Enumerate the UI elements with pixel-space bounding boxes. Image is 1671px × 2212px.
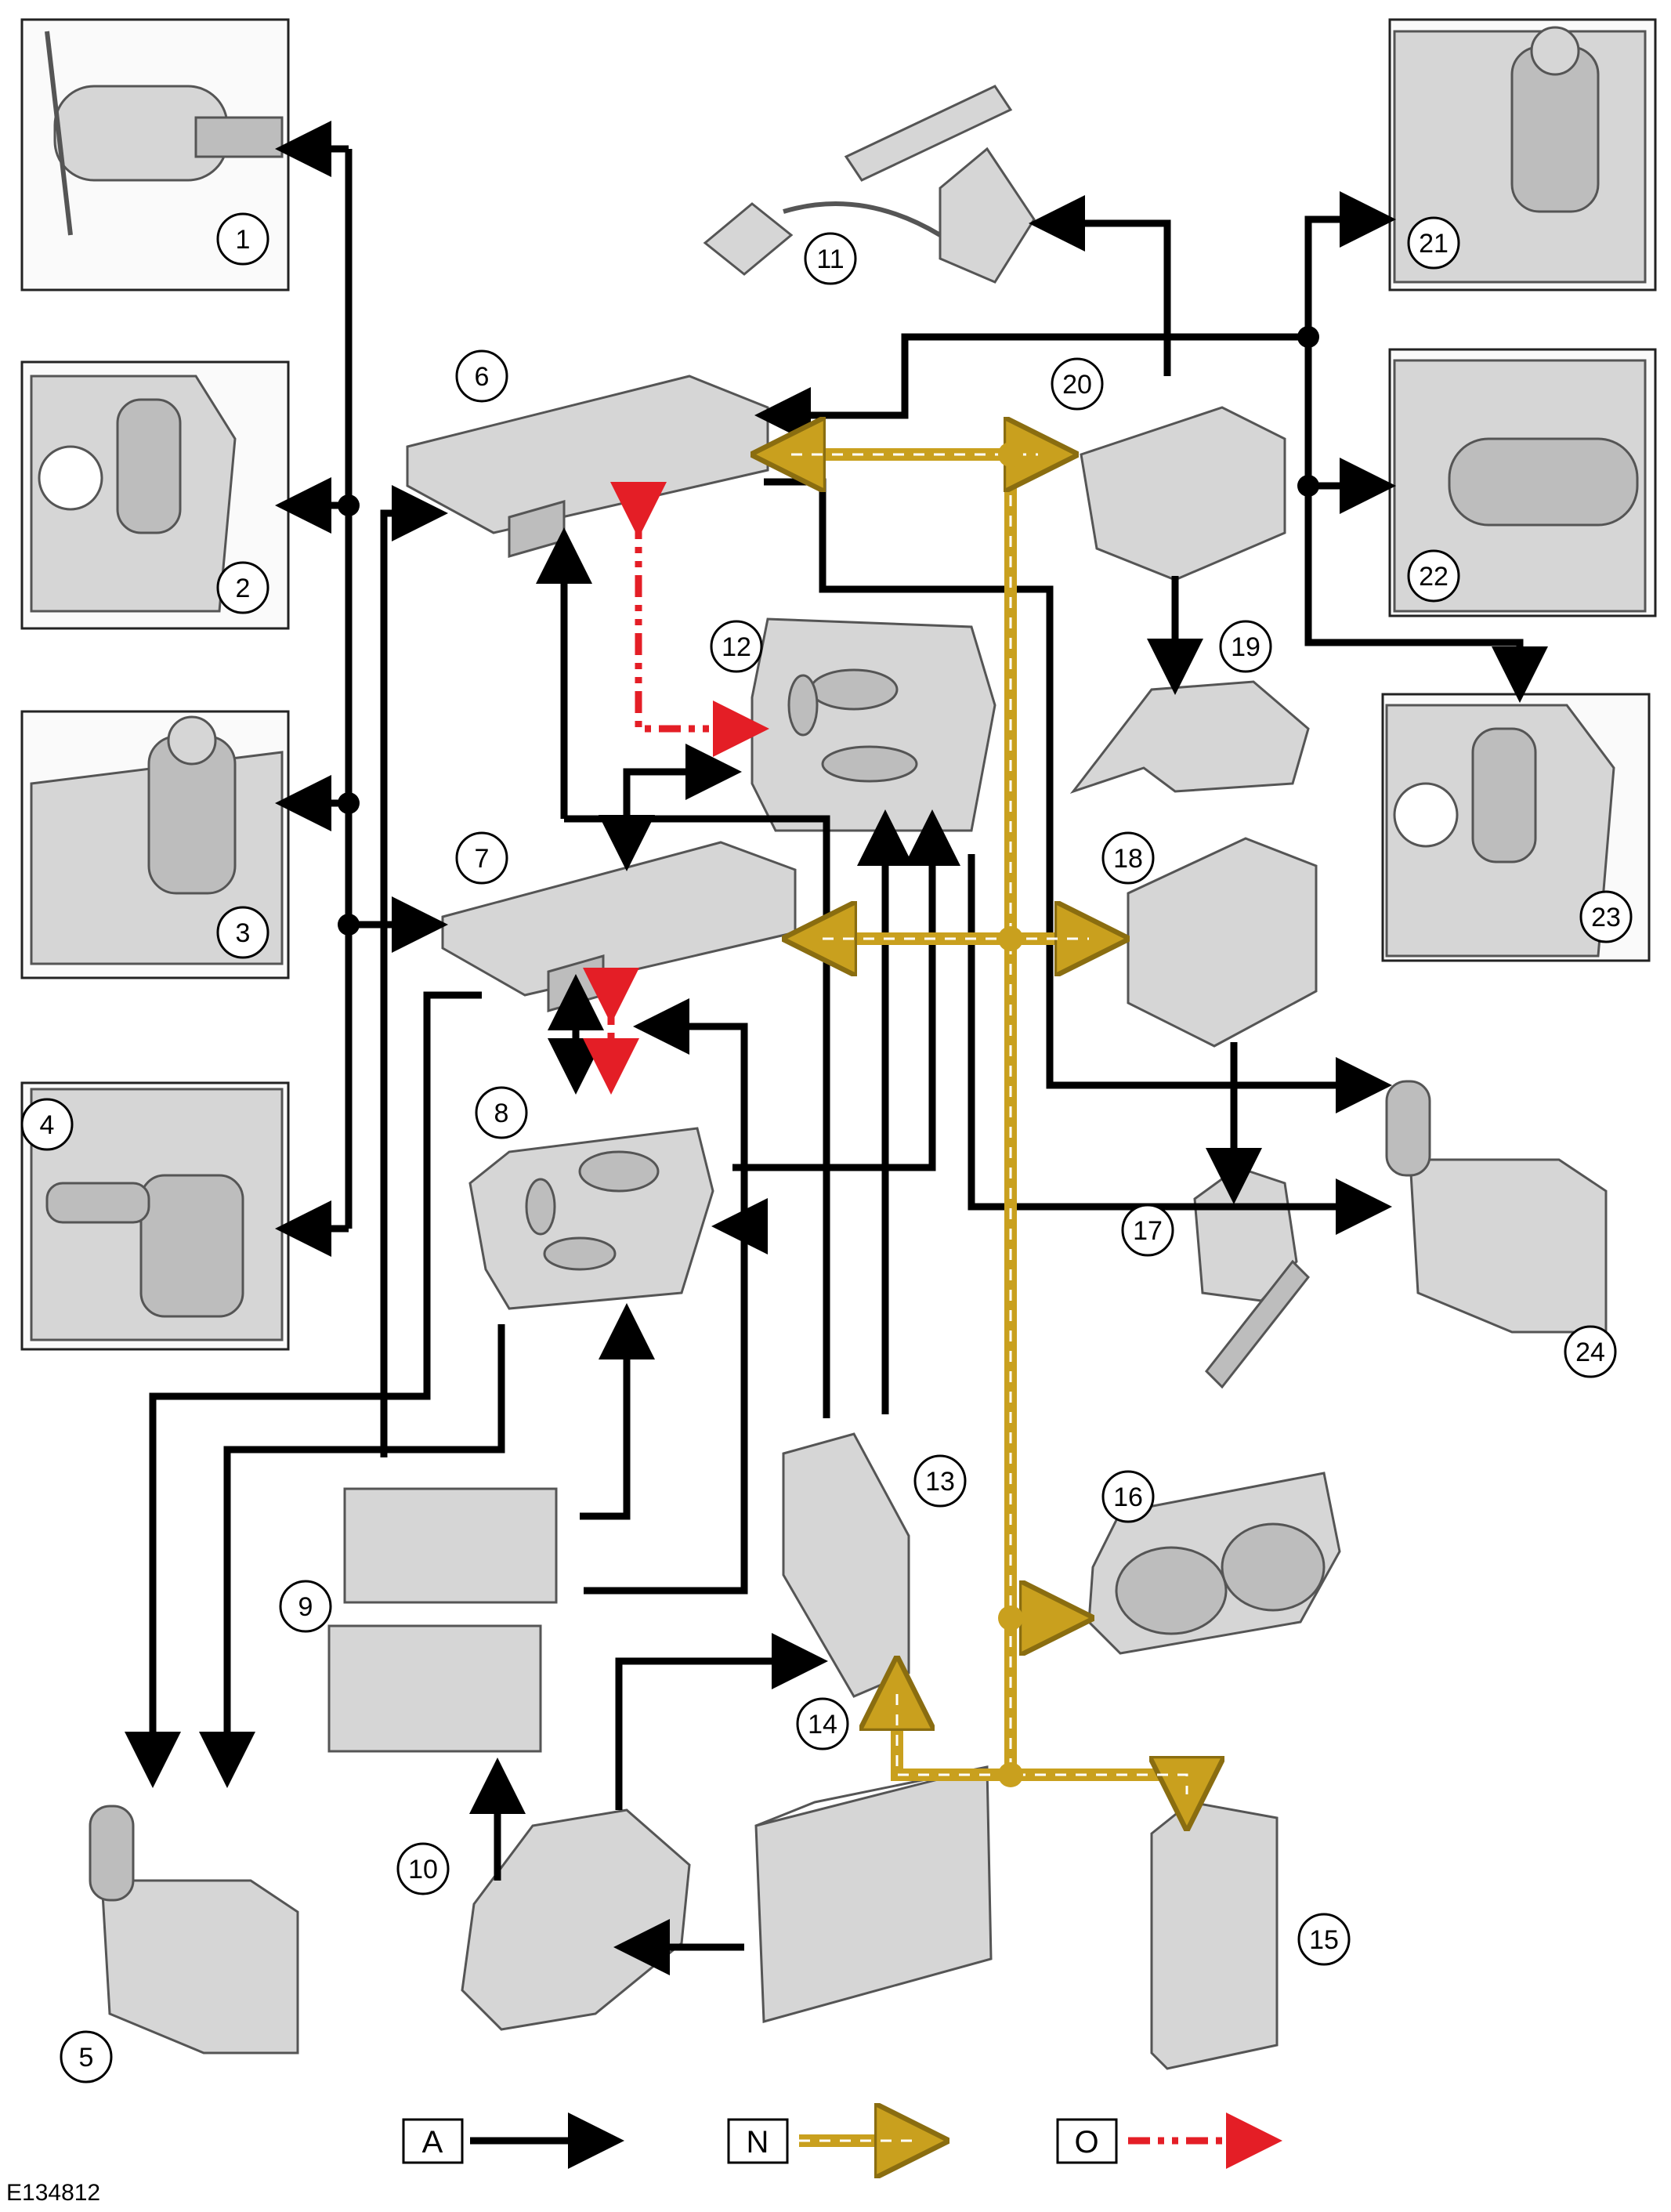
svg-text:19: 19 [1231, 632, 1260, 662]
callout-22: 22 [1407, 549, 1460, 603]
svg-text:2: 2 [236, 574, 251, 603]
callout-1: 1 [216, 212, 269, 266]
svg-text:12: 12 [722, 632, 751, 662]
svg-text:24: 24 [1575, 1338, 1605, 1367]
component-6-seat-module [406, 375, 769, 558]
legend-o: O [1056, 2112, 1282, 2169]
callout-12: 12 [710, 620, 763, 673]
callout-14: 14 [796, 1697, 849, 1750]
callout-3: 3 [216, 906, 269, 959]
svg-text:6: 6 [475, 362, 490, 392]
component-14-battery [754, 1765, 993, 2023]
callout-17: 17 [1121, 1204, 1174, 1257]
junction-dots [338, 326, 1319, 1787]
svg-text:23: 23 [1591, 903, 1621, 932]
svg-text:8: 8 [494, 1099, 509, 1128]
svg-text:9: 9 [298, 1592, 313, 1622]
component-11-handle [703, 85, 1036, 284]
component-23-motor [1381, 693, 1651, 962]
figure-reference: E134812 [6, 2180, 100, 2206]
component-19-mirror [1069, 680, 1310, 794]
callout-10: 10 [396, 1842, 450, 1895]
callout-5: 5 [60, 2030, 113, 2083]
svg-text:7: 7 [475, 844, 490, 874]
component-15-module [1150, 1801, 1279, 2070]
callout-21: 21 [1407, 216, 1460, 270]
component-8-seat-switch [468, 1127, 714, 1310]
callout-16: 16 [1101, 1470, 1155, 1523]
component-18-module [1127, 837, 1318, 1048]
legend: A N O [402, 2112, 1282, 2169]
callout-24: 24 [1564, 1325, 1617, 1378]
svg-text:13: 13 [925, 1467, 955, 1497]
svg-text:22: 22 [1419, 562, 1449, 592]
lin-bus-lines [583, 482, 769, 1095]
callout-11: 11 [804, 232, 857, 285]
svg-text:4: 4 [40, 1110, 55, 1140]
callout-15: 15 [1297, 1913, 1351, 1966]
svg-text:10: 10 [408, 1855, 438, 1884]
svg-text:1: 1 [236, 225, 251, 255]
svg-text:A: A [422, 2125, 443, 2160]
callout-18: 18 [1101, 831, 1155, 885]
callout-20: 20 [1051, 357, 1104, 411]
component-17-mirror [1193, 1166, 1311, 1389]
component-24-pump [1385, 1080, 1608, 1334]
svg-text:11: 11 [816, 244, 844, 274]
svg-text:16: 16 [1113, 1483, 1143, 1512]
callout-13: 13 [913, 1454, 967, 1508]
callout-7: 7 [455, 831, 508, 885]
callout-6: 6 [455, 349, 508, 403]
component-12-seat-switch [751, 617, 996, 832]
component-21-motor [1388, 18, 1657, 291]
callout-9: 9 [279, 1580, 332, 1633]
can-bus-lines [776, 454, 1187, 1806]
callout-2: 2 [216, 561, 269, 614]
callout-8: 8 [475, 1086, 528, 1139]
component-1-motor [20, 18, 290, 291]
callout-19: 19 [1219, 620, 1272, 673]
callout-23: 23 [1579, 890, 1633, 943]
component-20-module [1080, 406, 1286, 581]
component-13-fuse-box [782, 1432, 910, 1698]
callout-4: 4 [20, 1098, 74, 1151]
svg-text:18: 18 [1113, 844, 1143, 874]
svg-text:17: 17 [1133, 1216, 1163, 1246]
svg-text:3: 3 [236, 918, 251, 948]
svg-text:5: 5 [79, 2043, 94, 2073]
svg-text:20: 20 [1062, 370, 1092, 400]
component-16-instrument-cluster [1087, 1472, 1341, 1655]
svg-text:21: 21 [1419, 229, 1449, 259]
svg-text:O: O [1074, 2125, 1098, 2160]
component-5-pump [89, 1805, 299, 2055]
legend-a: A [402, 2112, 624, 2169]
component-9-fuse-boxes [327, 1487, 558, 1753]
svg-text:15: 15 [1309, 1925, 1339, 1955]
svg-text:14: 14 [808, 1710, 837, 1740]
svg-text:N: N [747, 2125, 769, 2160]
legend-n: N [727, 2120, 924, 2163]
